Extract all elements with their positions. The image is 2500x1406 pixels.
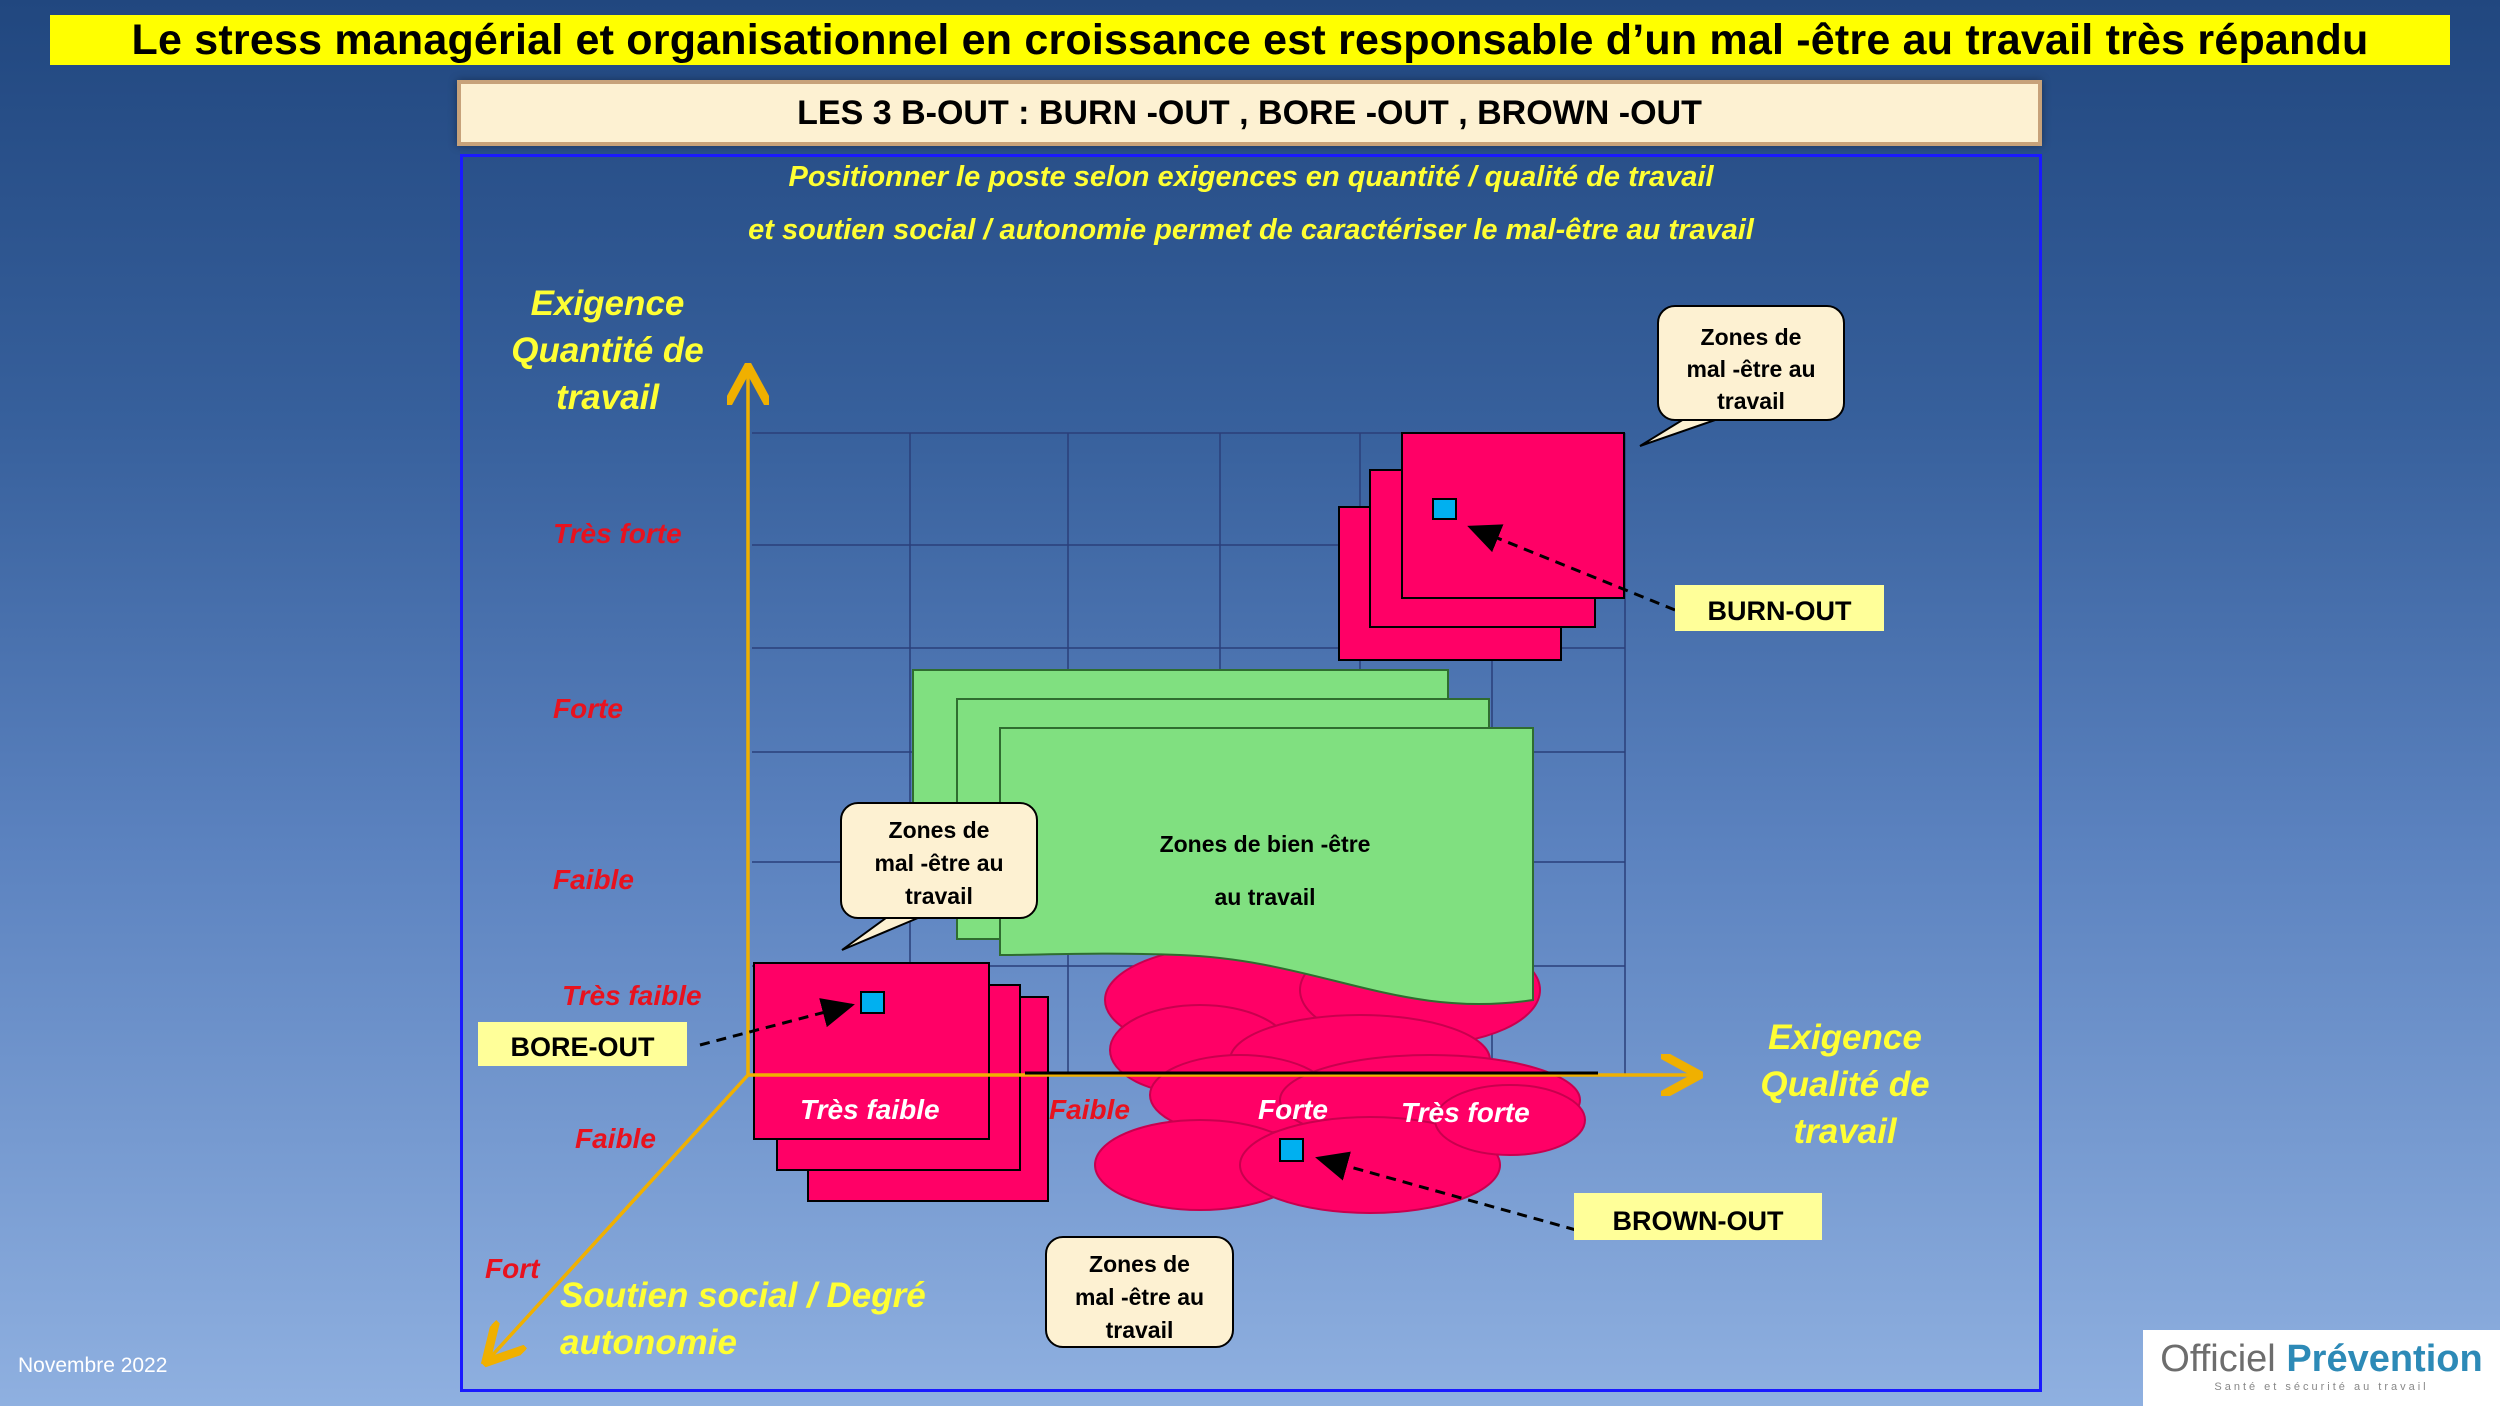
callout-malaise-middle-left: Zones de mal -être au travail	[840, 802, 1038, 919]
callout-line: travail	[1105, 1317, 1174, 1343]
x-level-very-strong: Très forte	[1401, 1097, 1530, 1128]
axis-title-line: Exigence	[530, 284, 685, 323]
y-level-weak: Faible	[553, 864, 634, 895]
diagram-frame	[460, 154, 2042, 1392]
y-level-strong: Forte	[553, 693, 623, 724]
burnout-label: BURN-OUT	[1675, 585, 1884, 631]
wellbeing-zone-line: Zones de bien -être	[1159, 831, 1371, 857]
z-level-strong: Fort	[485, 1253, 540, 1284]
z-level-weak: Faible	[575, 1123, 656, 1154]
axes	[488, 370, 1696, 1360]
axis-title-line: Exigence	[1768, 1018, 1922, 1057]
y-level-very-weak: Très faible	[562, 980, 702, 1011]
callout-line: travail	[1717, 388, 1785, 414]
callout-line: travail	[905, 883, 973, 909]
x-level-very-weak: Très faible	[800, 1094, 940, 1125]
x-level-strong: Forte	[1258, 1094, 1328, 1125]
axis-title-line: Qualité de	[1760, 1065, 1930, 1104]
wellbeing-zone-line: au travail	[1214, 884, 1316, 910]
callout-line: mal -être au	[1074, 1284, 1205, 1310]
officiel-prevention-logo: Officiel Prévention Santé et sécurité au…	[2143, 1330, 2500, 1406]
z-axis-title: Soutien social / Degré autonomie	[560, 1272, 980, 1366]
x-axis-title: Exigence Qualité de travail	[1720, 1014, 1970, 1155]
footer-date: Novembre 2022	[18, 1354, 168, 1377]
callout-malaise-bottom: Zones de mal -être au travail	[1045, 1236, 1234, 1348]
callout-line: Zones de	[888, 817, 990, 843]
axis-title-line: travail	[1793, 1112, 1897, 1151]
x-level-weak: Faible	[1049, 1094, 1130, 1125]
logo-word-2: Prévention	[2286, 1338, 2483, 1380]
description-line-1: Positionner le poste selon exigences en …	[788, 161, 1714, 193]
logo-word-1: Officiel	[2160, 1338, 2276, 1380]
burnout-stack	[1338, 432, 1625, 661]
main-title: Le stress managérial et organisationnel …	[50, 15, 2450, 65]
brownout-marker	[1279, 1138, 1304, 1162]
callout-line: Zones de	[1700, 324, 1802, 350]
brownout-label: BROWN-OUT	[1574, 1193, 1822, 1240]
boreout-label: BORE-OUT	[478, 1022, 687, 1066]
axis-title-line: travail	[555, 378, 660, 417]
burnout-marker	[1432, 498, 1457, 520]
wellbeing-zone-label: Zones de bien -être au travail	[1115, 818, 1415, 924]
callout-malaise-top-right: Zones de mal -être au travail	[1657, 305, 1845, 421]
axis-title-line: Soutien social / Degré	[560, 1276, 926, 1315]
axis-title-line: autonomie	[560, 1323, 737, 1362]
axis-title-line: Quantité de	[511, 331, 704, 370]
y-axis-title: Exigence Quantité de travail	[470, 280, 745, 421]
boreout-marker	[860, 991, 885, 1014]
callout-line: mal -être au	[874, 850, 1004, 876]
description-line-2: et soutien social / autonomie permet de …	[748, 214, 1754, 246]
pointer-arrows	[699, 524, 1676, 1232]
logo-tagline: Santé et sécurité au travail	[2214, 1381, 2429, 1393]
boreout-stack	[753, 962, 1049, 1202]
y-level-very-strong: Très forte	[553, 518, 682, 549]
subtitle-banner: LES 3 B-OUT : BURN -OUT , BORE -OUT , BR…	[457, 80, 2042, 146]
callout-line: Zones de	[1089, 1251, 1190, 1277]
callout-line: mal -être au	[1686, 356, 1816, 382]
